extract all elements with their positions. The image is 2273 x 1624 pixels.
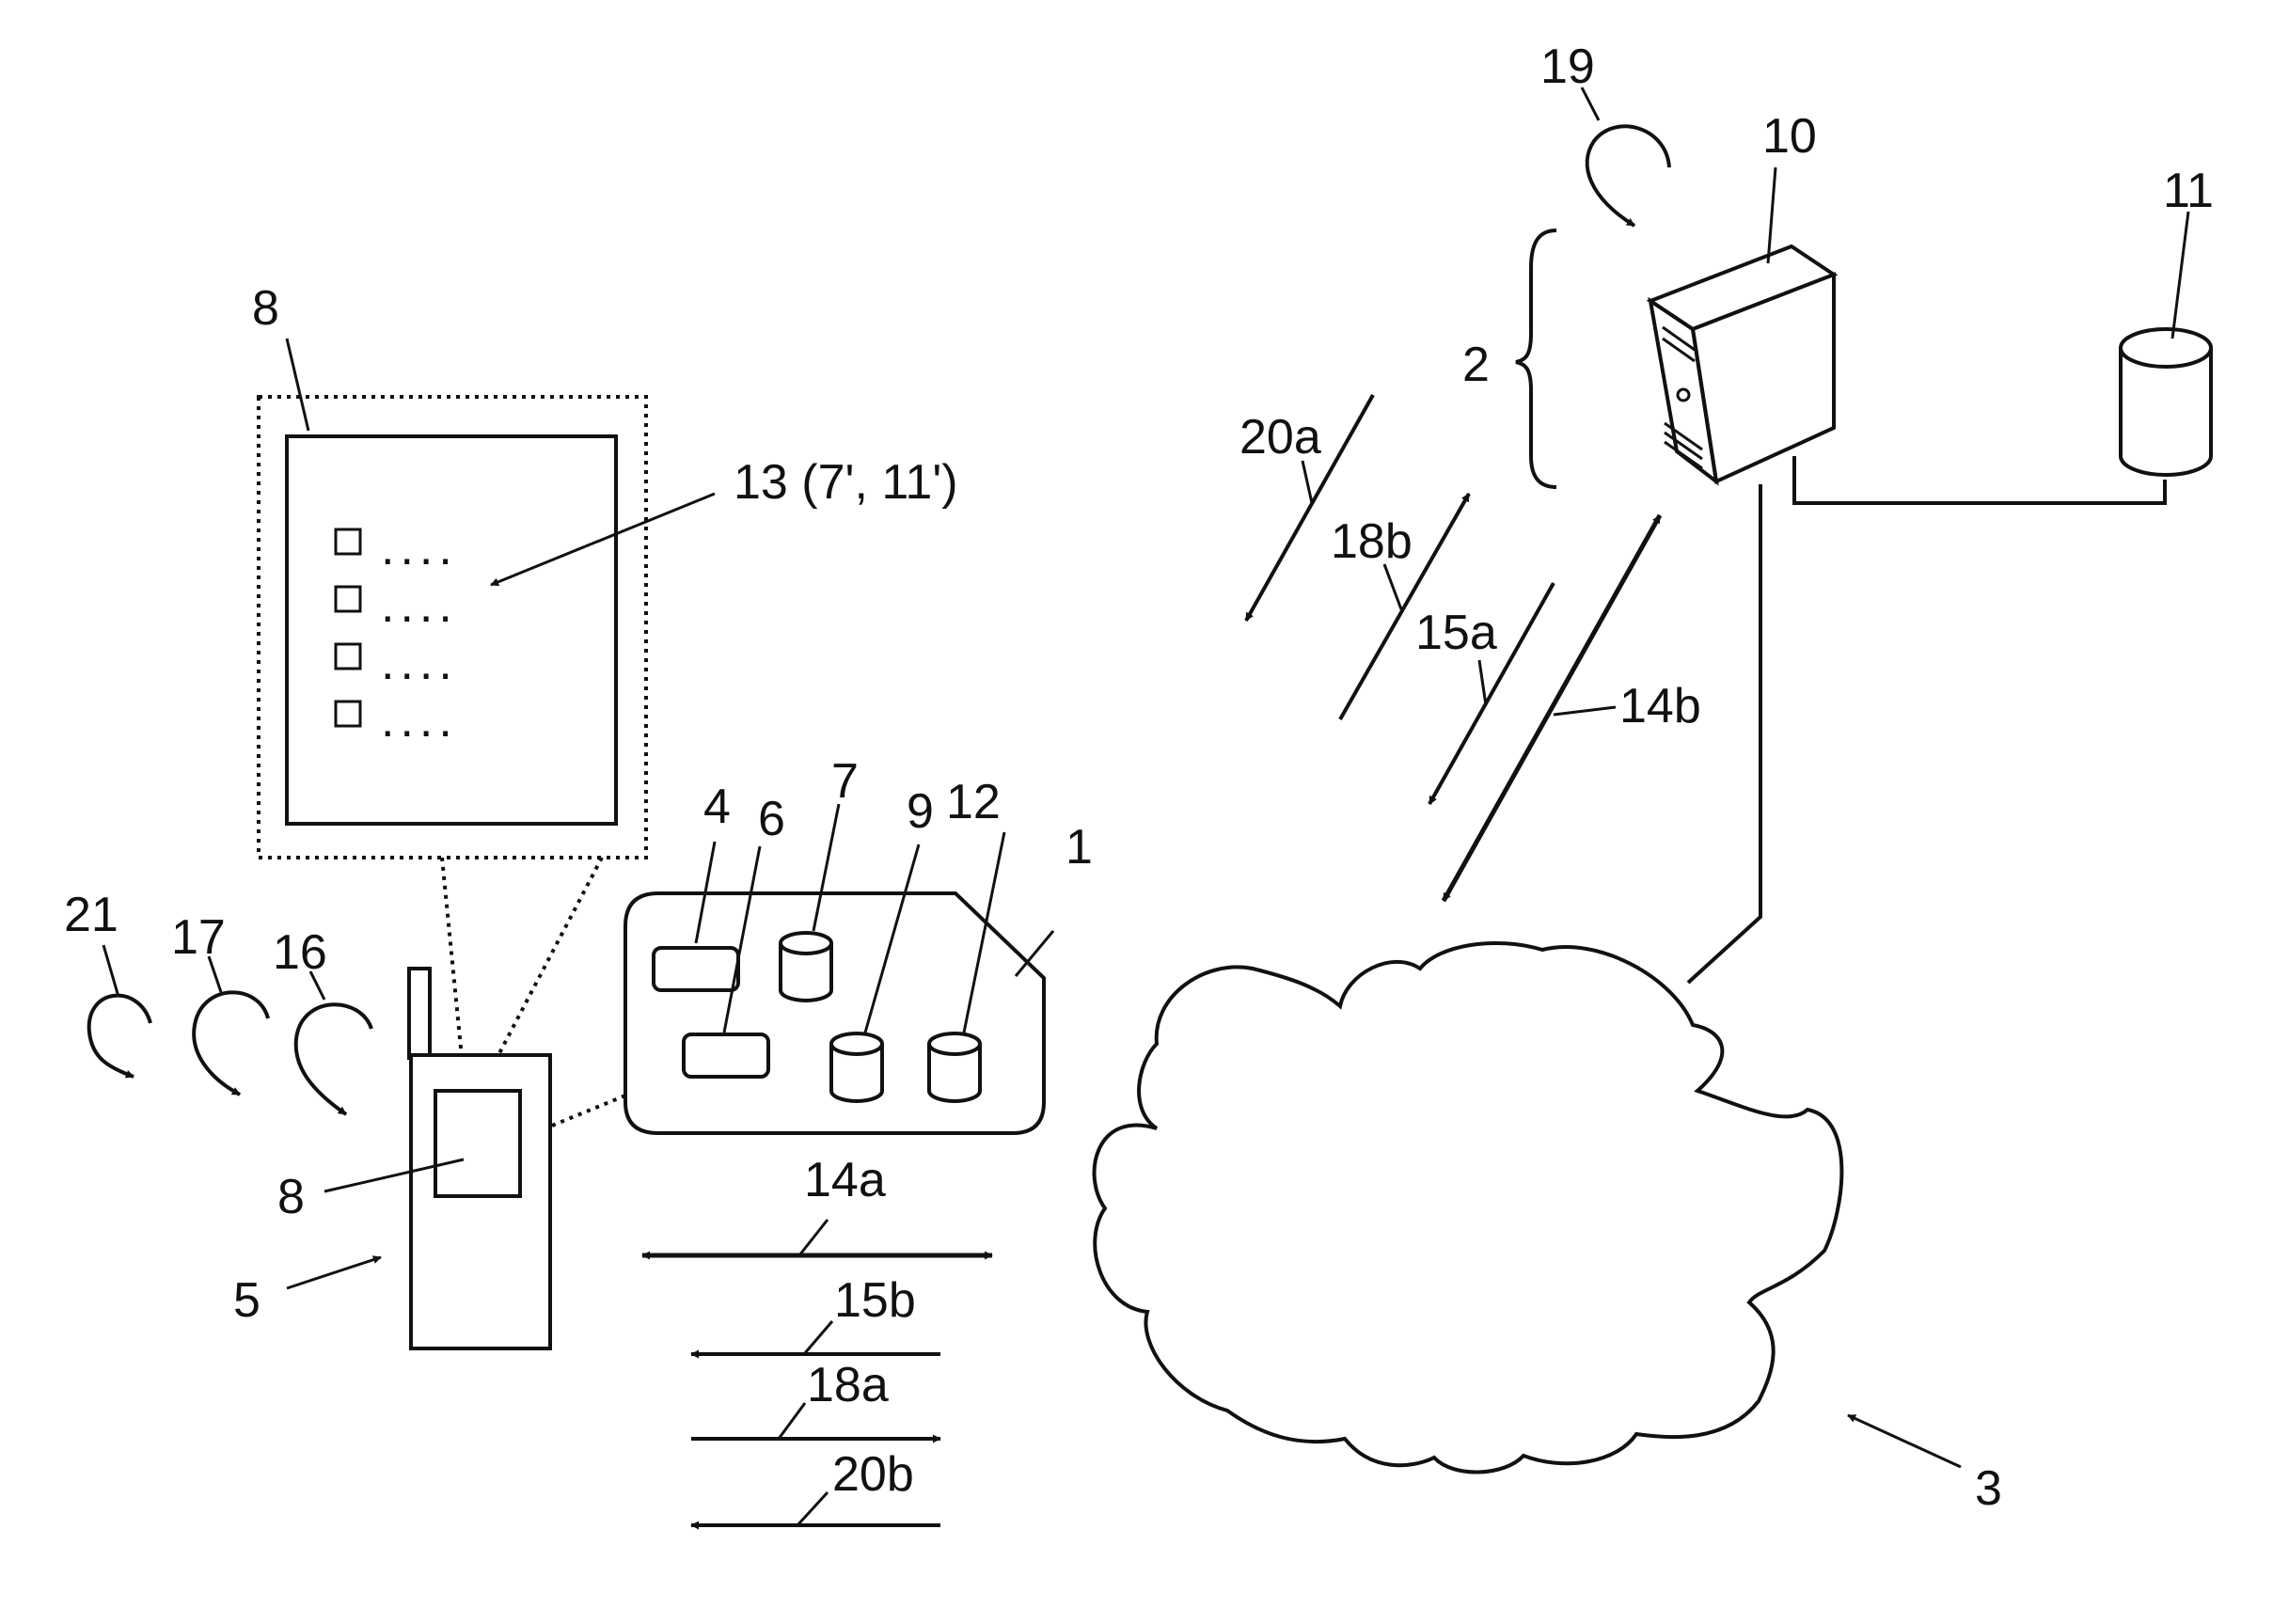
label-19: 19: [1540, 39, 1595, 94]
server-db-link: [1794, 456, 2165, 503]
curved-arrow-17-icon: [194, 992, 268, 1095]
step-marks-left: 21 17 16: [64, 888, 371, 1114]
server-network-link: [1688, 484, 1760, 983]
display-list: .... .... .... ....: [336, 521, 458, 748]
list-checkbox-icon: [336, 587, 360, 611]
leader-21: [103, 945, 118, 997]
card-block-6: [684, 1034, 768, 1077]
arrow-5: [287, 1257, 381, 1288]
label-13: 13 (7', 11'): [734, 455, 958, 510]
label-16: 16: [273, 925, 327, 980]
label-8-phone: 8: [277, 1170, 305, 1224]
display-inset: .... .... .... .... 8 13 (7', 11'): [252, 281, 958, 1114]
leader-7: [813, 804, 839, 931]
list-item-dots: ....: [381, 578, 458, 633]
leader-14a: [799, 1220, 828, 1255]
phone-body: [411, 1055, 550, 1348]
label-7: 7: [831, 754, 859, 809]
leader-11: [2172, 212, 2188, 339]
arrow-3: [1848, 1415, 1961, 1467]
database-11-icon: [2121, 329, 2211, 475]
leader-9: [865, 844, 919, 1033]
leader-18a: [779, 1403, 805, 1439]
phone-card-link: [552, 1096, 625, 1126]
label-18b: 18b: [1331, 514, 1413, 569]
leader-8-inset: [287, 339, 308, 431]
label-5: 5: [233, 1273, 260, 1328]
list-item-dots: ....: [381, 636, 458, 690]
list-checkbox-icon: [336, 702, 360, 726]
label-12: 12: [946, 775, 1001, 829]
label-21: 21: [64, 888, 118, 942]
database-9-icon: [831, 1033, 882, 1101]
leader-15a: [1479, 660, 1486, 705]
server-side: 10 11 2 19: [1462, 39, 2214, 503]
network-cloud: [1095, 943, 1842, 1473]
list-item-dots: ....: [381, 693, 458, 748]
label-1: 1: [1065, 820, 1093, 875]
label-20b: 20b: [832, 1447, 914, 1502]
curved-arrow-21-icon: [89, 996, 150, 1077]
curved-arrow-19-icon: [1587, 126, 1669, 226]
label-8-inset: 8: [252, 281, 279, 336]
label-17: 17: [171, 910, 226, 965]
database-7-icon: [781, 933, 831, 1001]
list-checkbox-icon: [336, 644, 360, 669]
label-4: 4: [703, 780, 731, 834]
leader-20b: [797, 1492, 828, 1525]
list-checkbox-icon: [336, 529, 360, 554]
label-14a: 14a: [804, 1153, 886, 1207]
label-11: 11: [2163, 164, 2214, 218]
list-item-dots: ....: [381, 521, 458, 575]
leader-14b: [1554, 707, 1616, 715]
leader-18b: [1384, 564, 1401, 609]
label-15a: 15a: [1415, 606, 1497, 660]
terminal: 8 5: [233, 969, 625, 1348]
card: 1 4 6 7 9 12: [625, 754, 1093, 1133]
server-bracket: [1516, 230, 1556, 487]
arrow-13: [491, 494, 715, 585]
label-10: 10: [1762, 109, 1817, 164]
horizontal-arrows: 14a 15b 18a 20b: [642, 1153, 992, 1525]
card-block-4: [654, 948, 738, 990]
label-9: 9: [907, 784, 934, 839]
label-14b: 14b: [1619, 679, 1701, 733]
leader-15b: [804, 1321, 832, 1354]
database-12-icon: [929, 1033, 980, 1101]
curved-arrow-16-icon: [296, 1004, 371, 1114]
phone-antenna: [409, 969, 430, 1058]
label-2: 2: [1462, 338, 1490, 392]
leader-10: [1768, 167, 1776, 263]
label-6: 6: [758, 792, 785, 846]
label-20a: 20a: [1239, 410, 1321, 465]
leader-6: [724, 846, 760, 1033]
label-3: 3: [1975, 1461, 2002, 1516]
label-18a: 18a: [807, 1358, 889, 1412]
server-computer-icon: [1650, 246, 1834, 481]
leader-20a: [1302, 461, 1312, 503]
label-15b: 15b: [834, 1273, 916, 1328]
network: 3: [1095, 484, 2002, 1516]
diagonal-arrows: 20a 18b 15a 14b: [1239, 395, 1701, 901]
